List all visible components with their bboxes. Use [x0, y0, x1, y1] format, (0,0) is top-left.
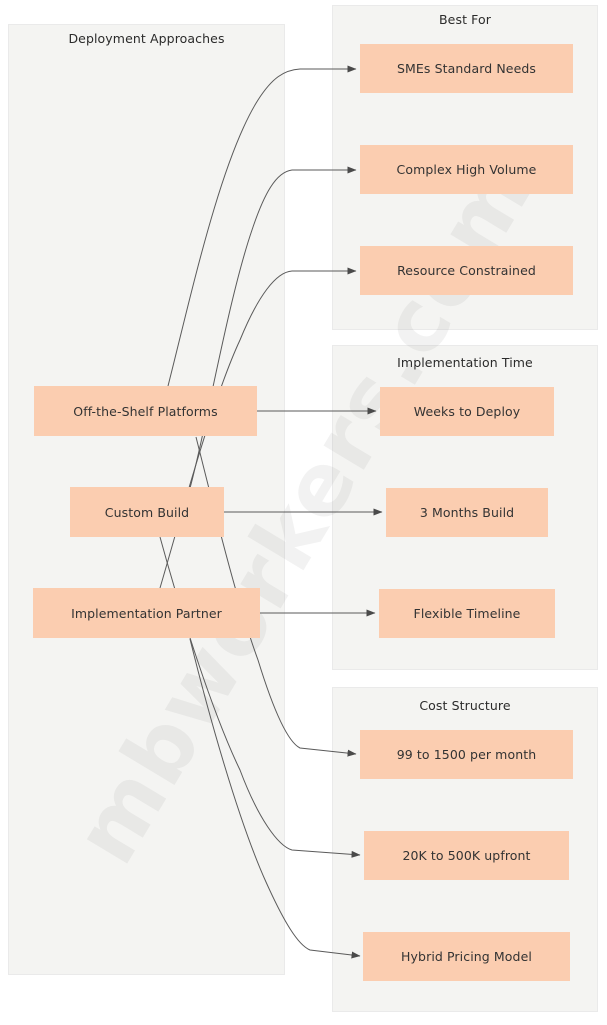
- node-hybrid-pricing-model[interactable]: Hybrid Pricing Model: [363, 932, 570, 981]
- node-smes-standard-needs[interactable]: SMEs Standard Needs: [360, 44, 573, 93]
- node-custom-build[interactable]: Custom Build: [70, 487, 224, 537]
- node-complex-high-volume[interactable]: Complex High Volume: [360, 145, 573, 194]
- node-3-months-build[interactable]: 3 Months Build: [386, 488, 548, 537]
- node-implementation-partner[interactable]: Implementation Partner: [33, 588, 260, 638]
- node-resource-constrained[interactable]: Resource Constrained: [360, 246, 573, 295]
- panel-title-deployment-approaches: Deployment Approaches: [68, 31, 225, 46]
- node-99-to-1500-per-month[interactable]: 99 to 1500 per month: [360, 730, 573, 779]
- panel-title-implementation-time: Implementation Time: [397, 355, 533, 370]
- node-off-the-shelf-platforms[interactable]: Off-the-Shelf Platforms: [34, 386, 257, 436]
- panel-title-best-for: Best For: [439, 12, 491, 27]
- node-flexible-timeline[interactable]: Flexible Timeline: [379, 589, 555, 638]
- node-20k-to-500k-upfront[interactable]: 20K to 500K upfront: [364, 831, 569, 880]
- panel-title-cost-structure: Cost Structure: [419, 698, 511, 713]
- node-weeks-to-deploy[interactable]: Weeks to Deploy: [380, 387, 554, 436]
